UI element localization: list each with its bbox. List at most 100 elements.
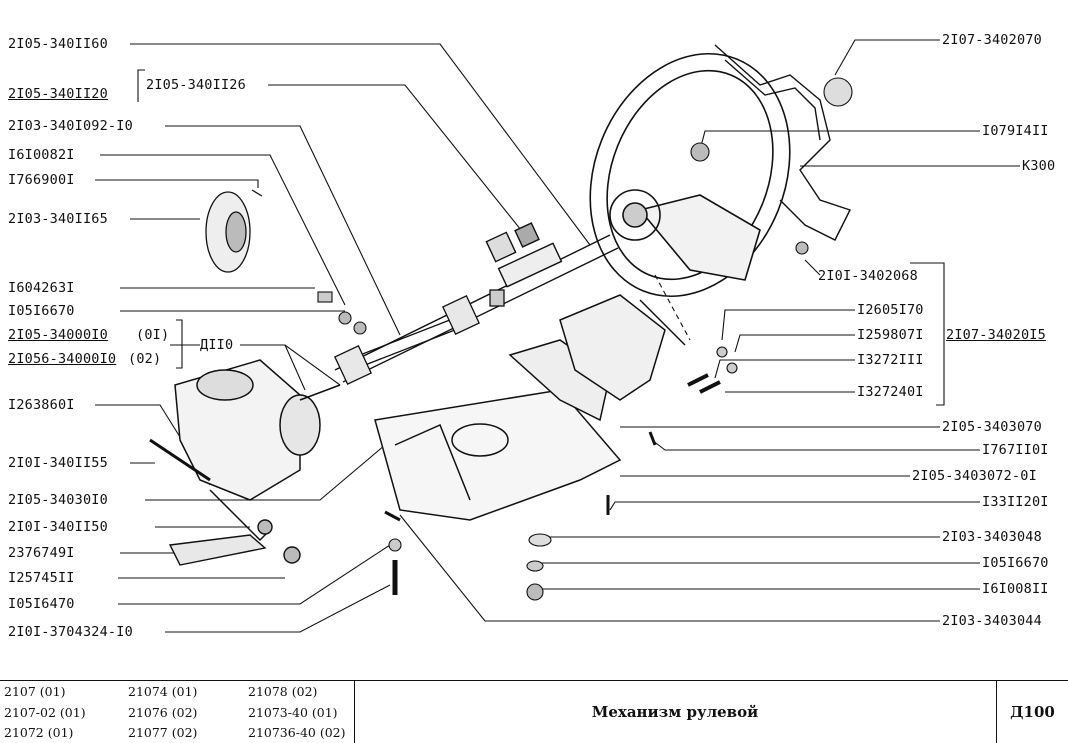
screw [648,431,657,446]
part-label: I6I008II [982,581,1049,597]
steering-gear-box [174,359,341,542]
part-label: 2I0I-340II55 [8,455,108,471]
title-block: 2107 (01) 21074 (01) 21078 (02) 2107-02 … [0,680,1068,743]
part-label: 2I07-3402070 [942,32,1042,48]
leader-line [268,84,526,236]
spacer [528,533,552,547]
leader-line [284,344,306,391]
leader-line [165,125,401,336]
model-code: 21073-40 (01) [248,705,338,720]
steering-mechanism-diagram [95,39,1020,633]
model-code: 21078 (02) [248,684,318,699]
page-code: Д100 [1010,703,1055,721]
part-label: I05I6670 [8,303,75,319]
model-code: 21074 (01) [128,684,198,699]
part-label: I6I0082I [8,147,75,163]
leader-line [609,501,980,511]
part-label: 2I05-3403070 [942,419,1042,435]
part-label: I767II0I [982,442,1049,458]
model-code: 2107-02 (01) [4,705,86,720]
leader-line [130,43,591,246]
part-label: 2I056-34000I0 [8,351,117,367]
model-code: 21076 (02) [128,705,198,720]
nut [338,311,352,325]
dashed-guide [654,274,691,341]
part-label: I3272III [857,352,924,368]
leader-line [95,179,259,188]
part-label: I766900I [8,172,75,188]
intermediate-shaft [334,289,505,385]
bracket [936,262,945,406]
horn-button [823,77,853,107]
part-label: 2I05-340II60 [8,36,108,52]
horn-pad [714,44,851,241]
leader-line [399,514,940,622]
part-label: 2I05-34000I0 [8,327,108,343]
bolt [795,241,809,255]
washer [716,346,728,358]
part-label: I259807I [857,327,924,343]
part-label: 2I03-3403048 [942,529,1042,545]
leader-line [651,439,980,451]
part-label: I25745II [8,570,75,586]
leader-line [721,309,855,341]
part-label: 2I05-34030I0 [8,492,108,508]
pitman-arm [168,519,301,566]
leader-line [714,359,855,379]
part-suffix: (02) [128,351,162,367]
model-code: 210736-40 (02) [248,725,346,740]
leader-line [145,444,386,501]
part-label: I263860I [8,397,75,413]
column-shroud [559,294,686,401]
washer [726,362,738,374]
part-label: ДII0 [200,337,234,353]
part-label: 2I0I-3704324-I0 [8,624,133,640]
leader-line [804,259,821,276]
divider [354,681,355,743]
part-label: 2I05-340II20 [8,86,108,102]
leader-line [165,584,391,633]
part-label: I05I6670 [982,555,1049,571]
leader-line [118,544,391,605]
leader-line [734,334,855,353]
bracket [176,319,183,369]
nut [353,321,367,335]
bolt [317,291,333,303]
part-label: 2I0I-340II50 [8,519,108,535]
leader-line [100,154,346,306]
bolt [699,380,721,394]
part-label: 2I07-34020I5 [946,327,1046,343]
model-code: 2107 (01) [4,684,66,699]
part-suffix: (0I) [136,327,170,343]
part-label: 2376749I [8,545,75,561]
part-label: I327240I [857,384,924,400]
part-label: I604263I [8,280,75,296]
clip [384,510,401,522]
bolt [687,373,709,387]
part-label: 2I05-3403072-0I [912,468,1037,484]
model-code: 21077 (02) [128,725,198,740]
leader-line [699,130,980,151]
part-label: 2I03-340I092-I0 [8,118,133,134]
part-label: I079I4II [982,123,1049,139]
washer [388,538,402,552]
bolt [149,438,211,482]
part-label: I05I6470 [8,596,75,612]
part-label: 2I03-3403044 [942,613,1042,629]
leader-line [834,39,940,76]
model-code: 21072 (01) [4,725,74,740]
part-label: К300 [1022,158,1056,174]
nut [526,583,544,601]
part-label: I2605I70 [857,302,924,318]
bracket [137,69,145,102]
part-label: 2I05-340II26 [146,77,246,93]
part-label: I33II20I [982,494,1049,510]
part-label: 2I0I-3402068 [818,268,918,284]
divider [996,681,997,743]
steering-wheel [589,52,791,298]
flange [205,189,263,273]
page-title: Механизм рулевой [591,703,759,721]
nut [690,142,710,162]
washer [526,560,544,572]
part-label: 2I03-340II65 [8,211,108,227]
